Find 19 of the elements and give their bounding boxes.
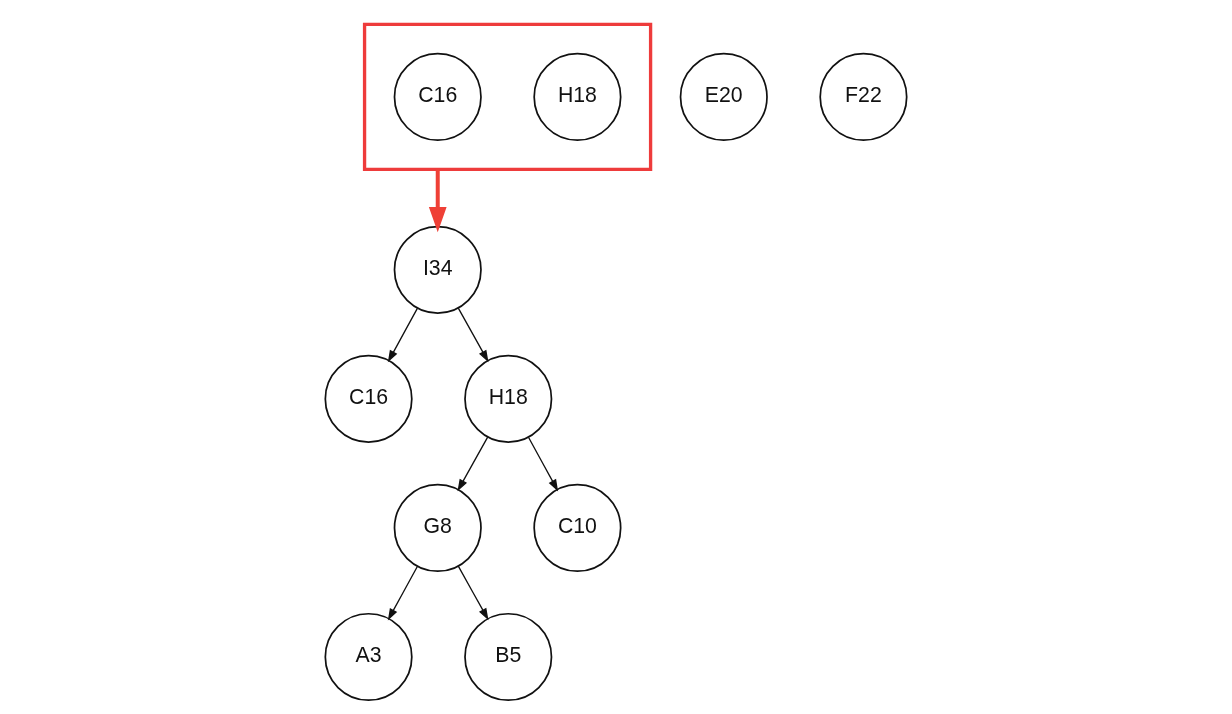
node-circle: I34 [393, 225, 482, 314]
arrow [387, 307, 418, 363]
arrow [457, 436, 489, 492]
node-circle: A3 [324, 612, 413, 702]
arrow [457, 565, 489, 621]
cluster [362, 22, 653, 172]
node-circle: C16 [393, 52, 482, 142]
arrow [527, 436, 559, 492]
node-circle: C16 [324, 354, 413, 443]
arrow [428, 169, 447, 233]
node-circle: H18 [464, 354, 553, 443]
node-circle: B5 [464, 612, 553, 702]
node-circle: H18 [533, 52, 622, 142]
node-circle: F22 [819, 52, 908, 142]
arrow [387, 565, 418, 621]
node-circle: G8 [393, 483, 482, 573]
node-circle: E20 [679, 52, 768, 142]
arrow [457, 307, 489, 363]
node-circle: C10 [533, 483, 622, 573]
